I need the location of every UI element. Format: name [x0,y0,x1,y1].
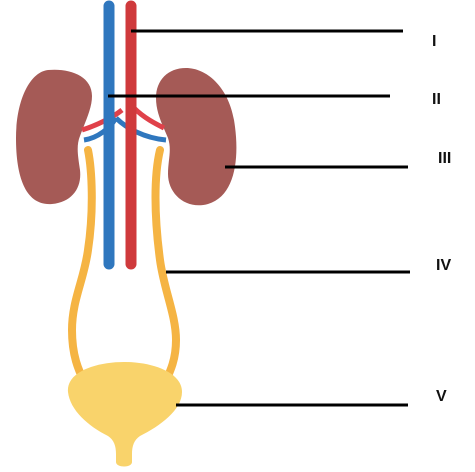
label-V: V [436,389,447,405]
label-II: II [432,92,441,108]
label-IV: IV [436,258,451,274]
left-kidney [16,70,92,204]
right-kidney [156,68,236,205]
label-I: I [432,34,436,50]
right-renal-vein [116,118,166,140]
bladder [68,362,182,467]
label-III: III [438,151,451,167]
